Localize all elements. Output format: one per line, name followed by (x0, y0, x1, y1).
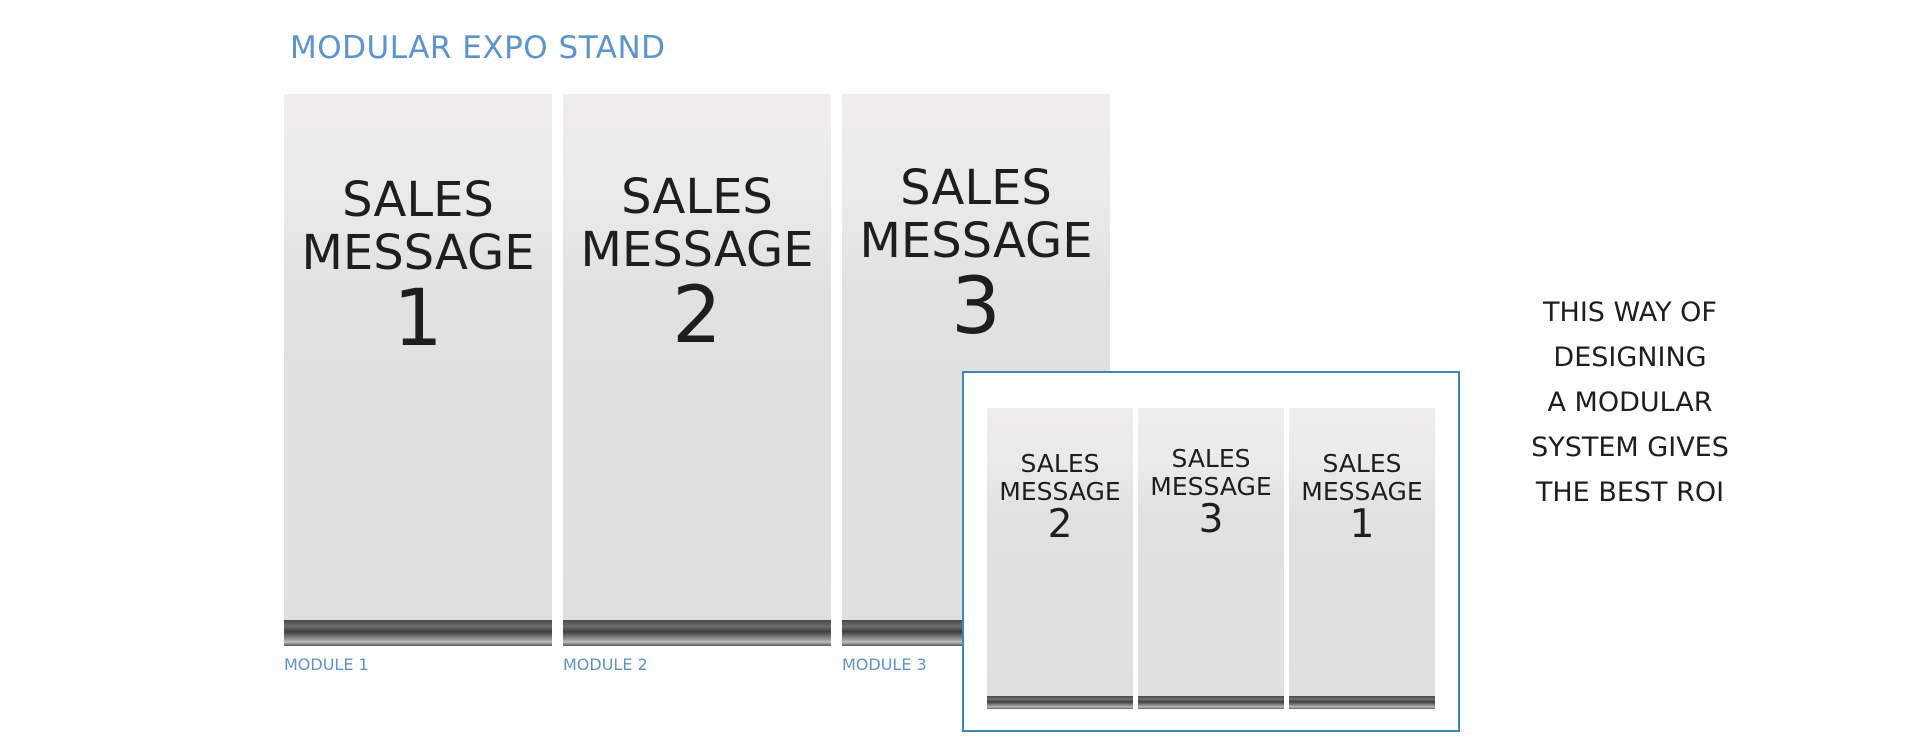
module-label-3: MODULE 3 (842, 655, 927, 674)
message-number: 1 (1349, 502, 1375, 547)
roi-caption: THIS WAY OF DESIGNING A MODULAR SYSTEM G… (1500, 290, 1760, 515)
module-label-2: MODULE 2 (563, 655, 648, 674)
sales-word: SALES (621, 169, 773, 225)
sales-word: SALES (1322, 449, 1402, 478)
message-number: 1 (393, 273, 443, 364)
small-sales-message: SALES MESSAGE 3 (1138, 445, 1284, 539)
roi-caption-line: A MODULAR (1547, 387, 1713, 418)
message-number: 2 (1047, 502, 1073, 547)
page-title: MODULAR EXPO STAND (290, 30, 666, 66)
message-number: 3 (1198, 497, 1224, 542)
module-base (987, 696, 1133, 709)
message-word: MESSAGE (859, 212, 1093, 269)
rearranged-modules-inset: SALES MESSAGE 2 SALES MESSAGE 3 SALES ME… (962, 371, 1460, 732)
expo-module-panel-2: SALES MESSAGE 2 (563, 94, 831, 646)
small-module-panel-3: SALES MESSAGE 1 (1289, 408, 1435, 709)
message-word: MESSAGE (1301, 476, 1423, 506)
small-module-panel-1: SALES MESSAGE 2 (987, 408, 1133, 709)
message-word: MESSAGE (1150, 471, 1272, 501)
sales-word: SALES (900, 160, 1052, 216)
message-number: 2 (672, 270, 722, 361)
small-module-panel-2: SALES MESSAGE 3 (1138, 408, 1284, 709)
expo-module-panel-1: SALES MESSAGE 1 (284, 94, 552, 646)
module-label-1: MODULE 1 (284, 655, 369, 674)
module-base (1138, 696, 1284, 709)
module-base (284, 620, 552, 646)
small-sales-message: SALES MESSAGE 2 (987, 450, 1133, 544)
sales-message-1: SALES MESSAGE 1 (284, 174, 552, 358)
module-base (563, 620, 831, 646)
sales-message-3: SALES MESSAGE 3 (842, 162, 1110, 346)
sales-word: SALES (1171, 444, 1251, 473)
roi-caption-line: SYSTEM GIVES (1531, 432, 1729, 463)
module-base (1289, 696, 1435, 709)
sales-word: SALES (1020, 449, 1100, 478)
sales-word: SALES (342, 172, 494, 228)
message-number: 3 (951, 261, 1001, 352)
message-word: MESSAGE (301, 224, 535, 281)
roi-caption-line: THE BEST ROI (1535, 477, 1725, 508)
roi-caption-line: THIS WAY OF (1543, 297, 1717, 328)
message-word: MESSAGE (580, 221, 814, 278)
sales-message-2: SALES MESSAGE 2 (563, 171, 831, 355)
roi-caption-line: DESIGNING (1553, 342, 1707, 373)
small-sales-message: SALES MESSAGE 1 (1289, 450, 1435, 544)
message-word: MESSAGE (999, 476, 1121, 506)
